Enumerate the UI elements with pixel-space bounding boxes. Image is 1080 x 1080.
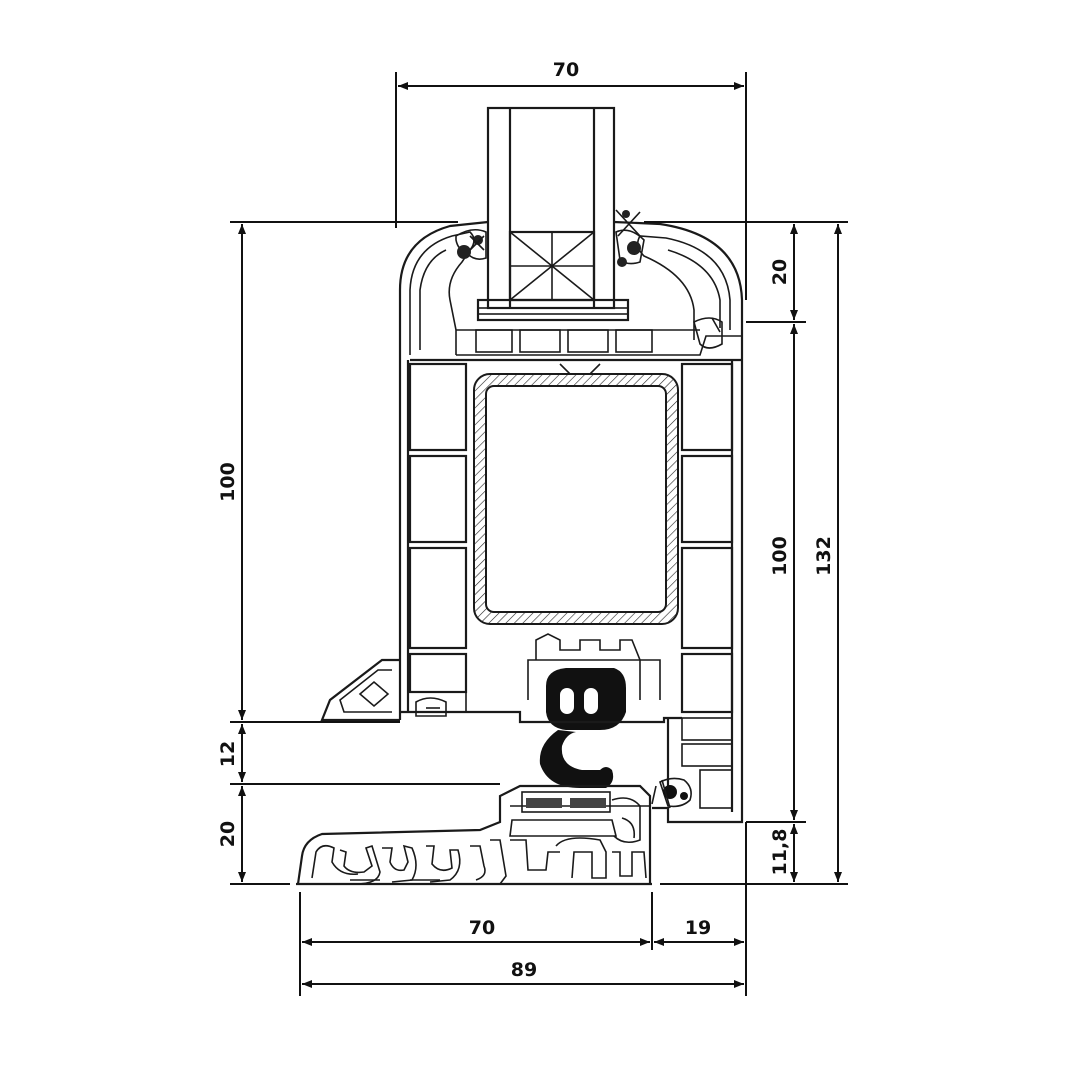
dim-label-sill-height: 20 [217, 821, 239, 847]
threshold-sill [296, 784, 652, 886]
dim-label-total-height: 132 [813, 536, 835, 576]
sash-bottom [320, 658, 682, 724]
glazing-unit [476, 106, 630, 322]
dim-label-bottom-offset: 11,8 [769, 829, 791, 876]
dim-label-outer-extension: 19 [685, 917, 711, 939]
frame-profile [651, 717, 744, 824]
dim-label-top-width: 70 [553, 59, 579, 81]
dim-label-sash-overlap: 20 [769, 259, 791, 285]
steel-reinforcement [473, 363, 679, 625]
right-glazing-gasket [615, 209, 645, 267]
sash-profile [398, 209, 744, 812]
dim-label-threshold-gap: 12 [217, 741, 239, 767]
right-chamber-column [680, 362, 734, 714]
dim-label-right-height: 100 [769, 536, 791, 576]
dimensions [230, 72, 848, 996]
dimension-labels: 70 100 12 20 20 100 11,8 132 70 19 89 [217, 59, 835, 981]
left-glazing-gasket [455, 228, 487, 260]
dim-label-inner-width: 70 [469, 917, 495, 939]
dim-label-total-width: 89 [511, 959, 537, 981]
hardware-groove [527, 633, 661, 788]
dim-label-left-height: 100 [217, 462, 239, 502]
left-chamber-column [408, 362, 468, 694]
